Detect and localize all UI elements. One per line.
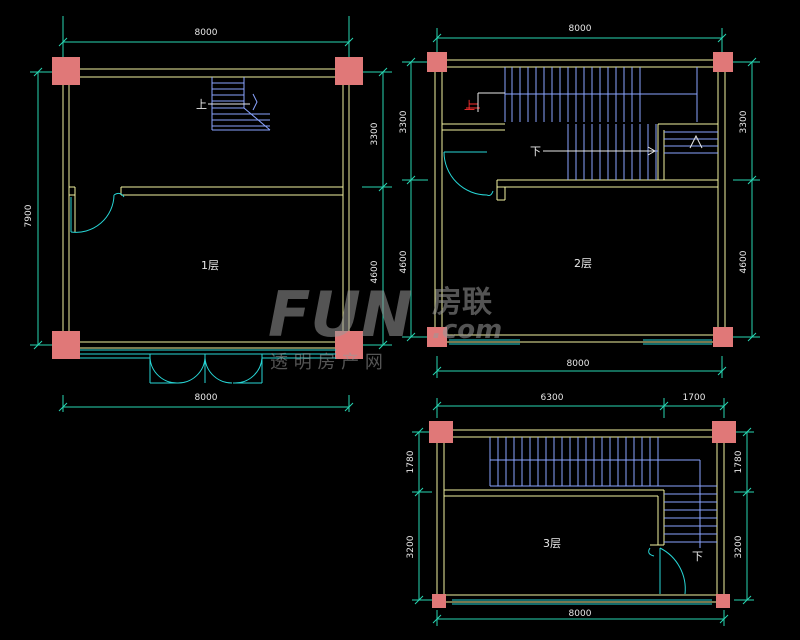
- floor-1-dim-right-upper-text: 3300: [370, 122, 380, 145]
- floor-1-dim-bottom: [58, 395, 354, 412]
- floor-3-dim-left-upper-text: 1780: [406, 450, 416, 473]
- floor-2-door: [443, 151, 494, 196]
- floor-3-dim-right-upper-text: 1780: [734, 450, 744, 473]
- watermark-tagline: 透 明 房 产 网: [270, 352, 383, 373]
- floor-2-dim-top: [432, 28, 727, 52]
- floor-3-dim-top-left-text: 6300: [541, 393, 564, 403]
- floor-2-stair-down-text: 下: [530, 145, 541, 158]
- floor-2-walls: [434, 59, 726, 343]
- floor-2-columns: [427, 52, 733, 347]
- floor-2-dim-left: [402, 57, 428, 342]
- floor-1-storefront: [80, 349, 336, 384]
- floor-3-dim-left: [412, 427, 432, 605]
- floor-2-dim-right: [733, 57, 760, 342]
- floor-1-dim-left: [30, 67, 52, 350]
- floor-2-windows: [449, 339, 712, 345]
- floor-3-stair-down-text: 下: [692, 550, 703, 563]
- floor-1-plan: 8000 8000 7900 3300: [24, 16, 392, 412]
- watermark-cn: 房联: [432, 285, 492, 320]
- floor-3-dim-left-lower-text: 3200: [406, 535, 416, 558]
- floor-3-label: 3层: [543, 537, 561, 550]
- floor-2-dim-right-upper-text: 3300: [739, 110, 749, 133]
- floor-3-dim-top-right-text: 1700: [683, 393, 706, 403]
- floor-3-dim-top: [432, 398, 729, 418]
- floor-1-stair-note: 上: [196, 98, 207, 111]
- floor-3-window: [452, 599, 712, 605]
- floor-1-dim-right-lower-text: 4600: [370, 260, 380, 283]
- floor-2-dim-right-lower-text: 4600: [739, 250, 749, 273]
- floor-1-dim-bottom-text: 8000: [195, 393, 218, 403]
- floor-2-dim-top-text: 8000: [569, 24, 592, 34]
- floor-1-door-left: [70, 192, 125, 233]
- floor-3-dim-right-lower-text: 3200: [734, 535, 744, 558]
- floor-2-dim-bottom-text: 8000: [567, 359, 590, 369]
- floor-1-dim-top-text: 8000: [195, 28, 218, 38]
- floor-3-dim-bottom: [432, 610, 729, 626]
- floor-1-dim-left-text: 7900: [24, 204, 34, 227]
- watermark-domain: .com: [432, 315, 502, 345]
- floor-1-dim-right: [362, 67, 392, 350]
- floor-1-dim-top: [58, 16, 354, 62]
- floor-2-up-line: [477, 92, 505, 112]
- floor-2-stair-up-text: 上: [464, 99, 475, 112]
- floor-3-dim-bottom-text: 8000: [569, 609, 592, 619]
- floor-3-walls: [436, 429, 725, 603]
- floor-1-label: 1层: [201, 259, 219, 272]
- floor-2-dim-left-upper-text: 3300: [399, 110, 409, 133]
- floor-2-label: 2层: [574, 257, 592, 270]
- watermark-brand: FUN: [268, 278, 413, 351]
- floor-2-dim-left-lower-text: 4600: [399, 250, 409, 273]
- floor-2-down-arrow: [543, 146, 657, 156]
- floor-1-stair: [211, 77, 271, 131]
- floor-3-dim-right: [734, 427, 754, 605]
- floor-3-plan: 6300 1700 8000 1780 3200: [406, 393, 754, 626]
- floor-2-plan: 8000 8000 3300 4600: [399, 24, 760, 378]
- watermark: FUN 房联 .com 透 明 房 产 网: [268, 278, 502, 373]
- floor-1-walls: [62, 68, 350, 349]
- floor-2-stair: [504, 67, 718, 180]
- floor-3-columns: [429, 421, 736, 608]
- floor-2-dim-bottom: [432, 356, 727, 378]
- floor-3-door: [648, 547, 686, 595]
- floor-3-stair: [489, 437, 717, 548]
- floor-1-columns: [52, 57, 363, 359]
